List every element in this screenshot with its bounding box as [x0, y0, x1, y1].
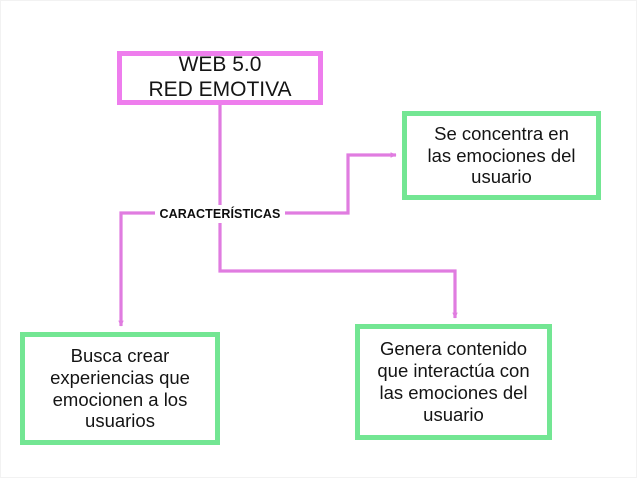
- node-experiences-label: Busca crear experiencias que emocionen a…: [50, 344, 190, 432]
- node-content-interaction[interactable]: Genera contenido que interactúa con las …: [355, 324, 552, 440]
- branch-label-caracteristicas: CARACTERÍSTICAS: [155, 205, 285, 223]
- node-root-web5[interactable]: WEB 5.0 RED EMOTIVA: [117, 51, 323, 105]
- node-content-label: Genera contenido que interactúa con las …: [377, 338, 530, 425]
- node-root-label: WEB 5.0 RED EMOTIVA: [148, 53, 292, 101]
- node-focus-label: Se concentra en las emociones del usuari…: [427, 122, 576, 188]
- edge-caracteristicas-to-content: [218, 222, 458, 319]
- edge-caracteristicas-to-focus: [285, 152, 397, 215]
- edge-caracteristicas-to-experiences: [118, 211, 155, 327]
- node-focus-emotions[interactable]: Se concentra en las emociones del usuari…: [402, 111, 601, 200]
- node-experiences[interactable]: Busca crear experiencias que emocionen a…: [20, 332, 220, 445]
